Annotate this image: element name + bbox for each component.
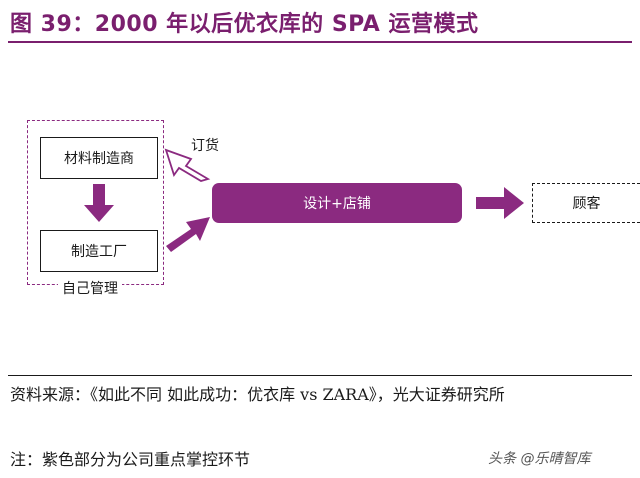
order-arrow [164, 148, 211, 182]
design-to-customer-arrow [476, 187, 524, 219]
down-arrow [84, 184, 114, 222]
footer-divider [8, 375, 632, 376]
factory-box: 制造工厂 [40, 230, 158, 272]
order-label: 订货 [191, 138, 219, 154]
customer-box: 顾客 [532, 183, 640, 223]
self-managed-label: 自己管理 [58, 278, 122, 298]
source-text: 资料来源：《如此不同 如此成功：优衣库 vs ZARA》，光大证券研究所 [10, 385, 505, 404]
figure-title: 图 39：2000 年以后优衣库的 SPA 运营模式 [10, 12, 479, 37]
note-text: 注：紫色部分为公司重点掌控环节 [10, 450, 251, 469]
title-divider [8, 41, 632, 43]
design-store-box: 设计+店铺 [212, 183, 462, 223]
material-supplier-box: 材料制造商 [40, 137, 158, 179]
factory-to-design-arrow [166, 217, 210, 252]
watermark: 头条 @乐晴智库 [488, 451, 591, 467]
